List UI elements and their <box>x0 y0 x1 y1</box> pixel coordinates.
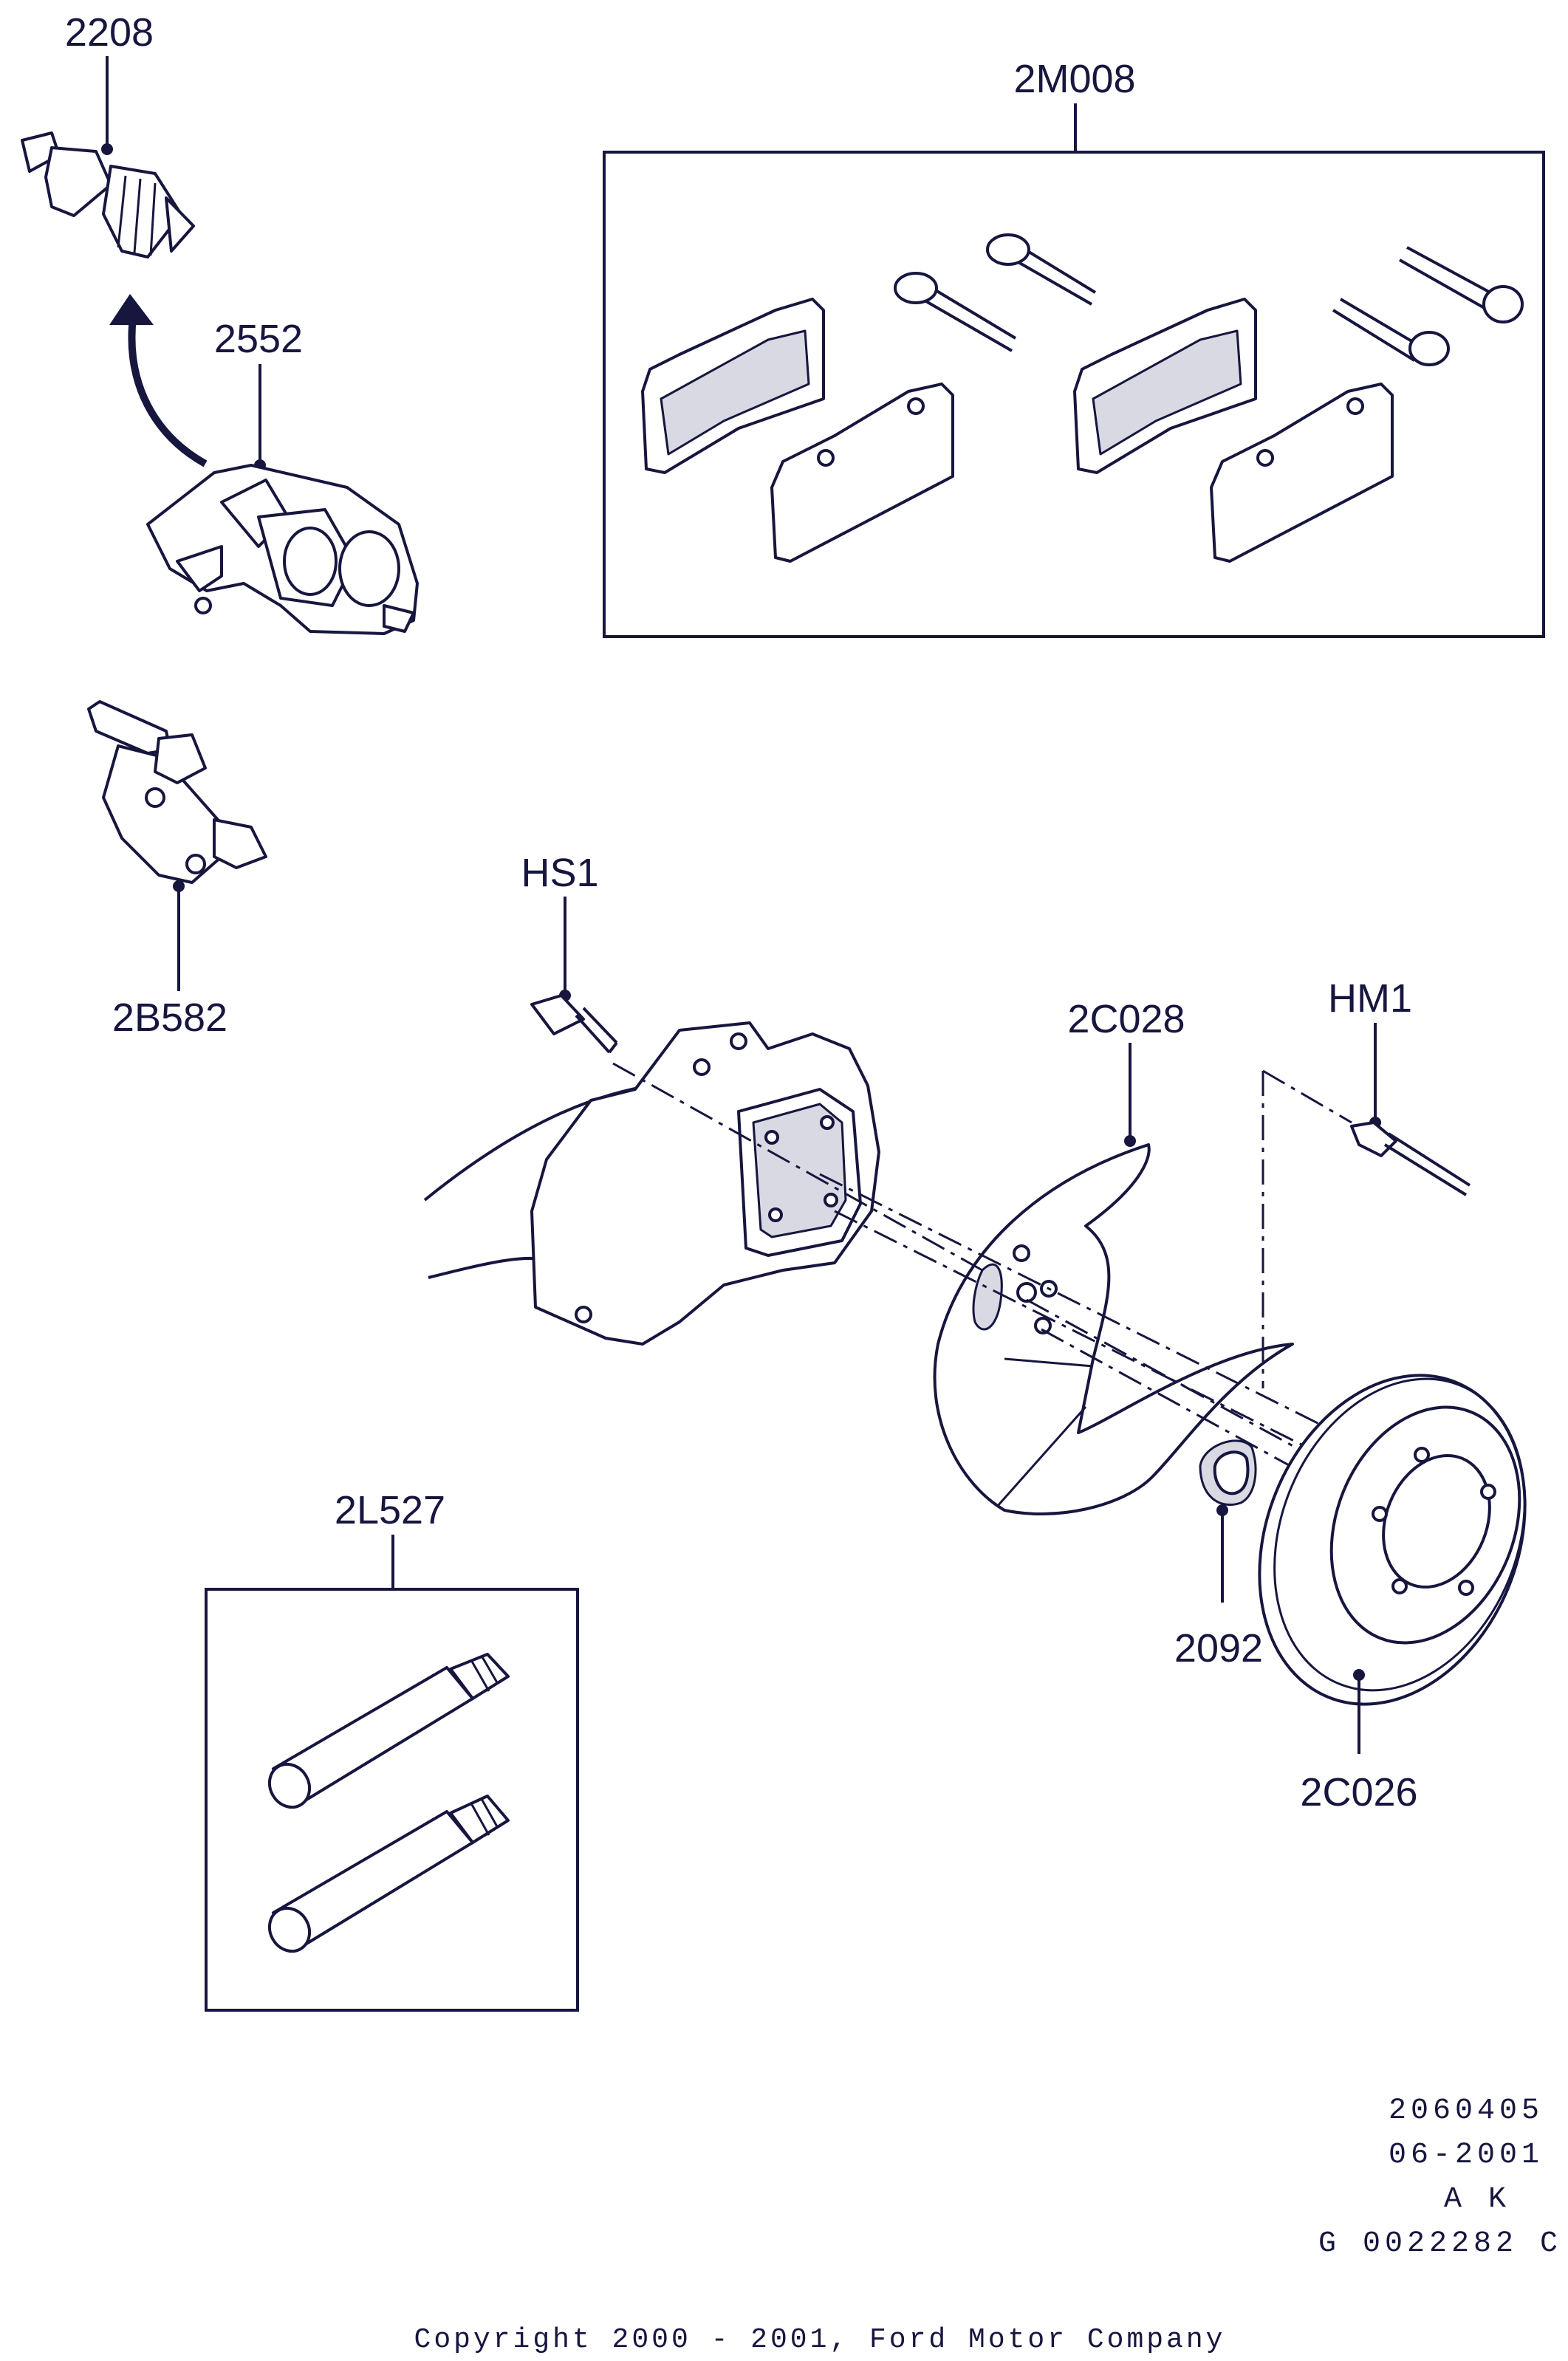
part-label-HS1: HS1 <box>521 851 598 895</box>
anchor-bracket-2B582[interactable]: 2B582 <box>87 700 267 1040</box>
bleed-screw-2208[interactable]: 2208 <box>21 10 195 258</box>
guide-pin-kit-2L527[interactable]: 2L527 <box>205 1488 579 2012</box>
grommet-2092[interactable]: 2092 <box>1174 1439 1263 1670</box>
pad-kit-frame <box>603 151 1545 638</box>
drawing-date: 06-2001 <box>1389 2139 1544 2172</box>
part-label-2092: 2092 <box>1174 1626 1263 1670</box>
caliper-2552[interactable]: 2552 <box>146 317 419 635</box>
part-label-HM1: HM1 <box>1328 976 1412 1021</box>
guide-pin-frame <box>205 1588 579 2012</box>
splash-shield-2C028[interactable]: 2C028 <box>933 997 1294 1515</box>
stud-HM1[interactable]: HM1 <box>1328 976 1471 1196</box>
drawing-revision: A K <box>1444 2183 1510 2216</box>
drawing-code: 2060405 <box>1389 2094 1544 2128</box>
brake-disc-2C026[interactable]: 2C026 <box>1212 1335 1568 1815</box>
part-label-2B582: 2B582 <box>112 996 227 1040</box>
arrow-indicator <box>109 294 208 467</box>
part-label-2C026: 2C026 <box>1300 1770 1417 1815</box>
pad-kit-2M008[interactable]: 2M008 <box>603 57 1545 638</box>
part-label-2208: 2208 <box>65 10 154 55</box>
drawing-reference: G 0022282 C <box>1318 2227 1562 2261</box>
copyright-notice: Copyright 2000 - 2001, Ford Motor Compan… <box>414 2324 1226 2356</box>
part-label-2L527: 2L527 <box>335 1488 445 1532</box>
drawing-metadata: 2060405 06-2001 A K G 0022282 C <box>1318 2094 1562 2261</box>
bolt-HS1[interactable]: HS1 <box>521 851 618 1054</box>
part-label-2C028: 2C028 <box>1067 997 1185 1041</box>
part-label-2M008: 2M008 <box>1013 57 1135 101</box>
part-label-2552: 2552 <box>214 317 303 361</box>
axle-knuckle <box>423 1021 880 1346</box>
